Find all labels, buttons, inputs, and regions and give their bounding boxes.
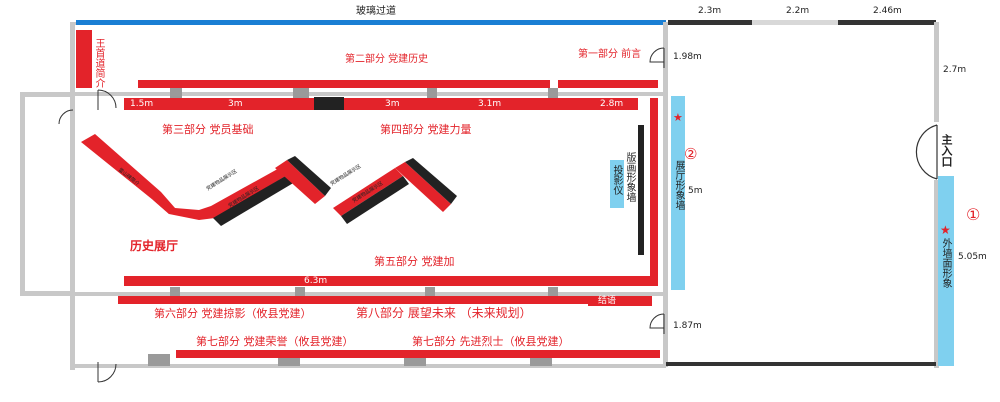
entrance-label: 主入口 (940, 134, 953, 167)
dim-label: 2.7m (943, 65, 967, 75)
width-label: 3m (228, 99, 243, 109)
post (548, 88, 558, 98)
wall-annex-left (20, 92, 25, 296)
hall-image-wall (671, 96, 685, 290)
width-label: 2.8m (600, 99, 624, 109)
board-image-wall (638, 125, 644, 255)
dim-label: 5m (688, 186, 703, 196)
section-5-label: 第五部分 党建加 (374, 255, 455, 268)
wall-left-upper (70, 22, 75, 92)
post (170, 287, 180, 297)
post (170, 88, 182, 98)
wall-right-room-upper (934, 22, 939, 122)
wang-intro-panel (76, 30, 92, 88)
entrance-door-icon (915, 124, 938, 180)
dim-label: 2.3m (698, 6, 722, 16)
post (295, 287, 305, 297)
hall-title: 历史展厅 (130, 239, 179, 253)
section-6-label: 第六部分 党建掠影（攸县党建） (154, 307, 312, 320)
dim-label: 2.46m (873, 6, 902, 16)
panel-part1 (558, 80, 658, 88)
section-4-label: 第四部分 党建力量 (380, 123, 472, 136)
dim-label: 1.87m (673, 321, 702, 331)
panel-part6 (118, 296, 588, 304)
panel-part2 (138, 80, 550, 88)
wall-right-room-lower (934, 180, 939, 368)
section-1-label: 第一部分 前言 (578, 49, 642, 60)
board-wall-label: 版画形象墙 (624, 152, 635, 202)
dim-label: 5.05m (958, 252, 987, 262)
wall-mid-top (75, 92, 663, 96)
glass-corridor-bar (76, 20, 666, 25)
section-3-label: 第三部分 党员基础 (162, 123, 254, 136)
door-icon (58, 109, 74, 125)
door-icon (649, 313, 665, 334)
section-8-label: 第八部分 展望未来 （未来规划） (356, 306, 532, 320)
wall-room-bottom (666, 362, 936, 366)
door-icon (97, 362, 117, 383)
wall-annex-bottom (20, 291, 75, 296)
circle-2-marker: ② (684, 145, 698, 163)
projector-label: 投影仪 (611, 165, 622, 195)
post (293, 88, 309, 98)
wall-mid-bottom (75, 292, 663, 296)
panel-row-upper (124, 98, 638, 110)
wall-right (663, 22, 668, 367)
outer-wall-label: 外墙面形象 (940, 238, 951, 288)
dim-segment-light (752, 20, 838, 25)
panel-right-vertical (650, 98, 658, 284)
projector-box (610, 160, 624, 208)
door-icon (649, 47, 665, 68)
section-2-label: 第二部分 党建历史 (345, 54, 429, 65)
width-label: 6.3m (304, 276, 328, 286)
zigzag-display (81, 134, 457, 226)
dim-label: 1.98m (673, 52, 702, 62)
post (148, 354, 170, 366)
panel-closing (588, 296, 652, 306)
closing-label: 结语 (598, 296, 617, 306)
panel-row-lower (124, 276, 658, 286)
outer-wall-panel (938, 176, 954, 366)
star-icon: ★ (940, 223, 951, 237)
hall-wall-label: 展厅形象墙 (673, 160, 684, 210)
post (427, 88, 437, 98)
width-label: 1.5m (130, 99, 154, 109)
star-icon: ★ (673, 111, 683, 124)
dim-label: 2.2m (786, 6, 810, 16)
wall-annex-top (20, 92, 75, 97)
wall-left-inner (70, 92, 75, 302)
wang-intro-label: 王首道简介 (93, 38, 104, 88)
door-icon (97, 89, 117, 110)
circle-1-marker: ① (966, 205, 981, 224)
panel-dark-segment (314, 97, 344, 110)
section-7a-label: 第七部分 党建荣誉（攸县党建） (196, 335, 354, 348)
post (425, 287, 435, 297)
width-label: 3.1m (478, 99, 502, 109)
width-label: 3m (385, 99, 400, 109)
panel-part7-bottom (176, 350, 660, 358)
post (548, 287, 558, 297)
section-7b-label: 第七部分 先进烈士（攸县党建） (412, 335, 570, 348)
glass-corridor-label: 玻璃过道 (356, 6, 396, 17)
wall-bottom (70, 364, 666, 368)
wall-left-lower (70, 300, 75, 370)
